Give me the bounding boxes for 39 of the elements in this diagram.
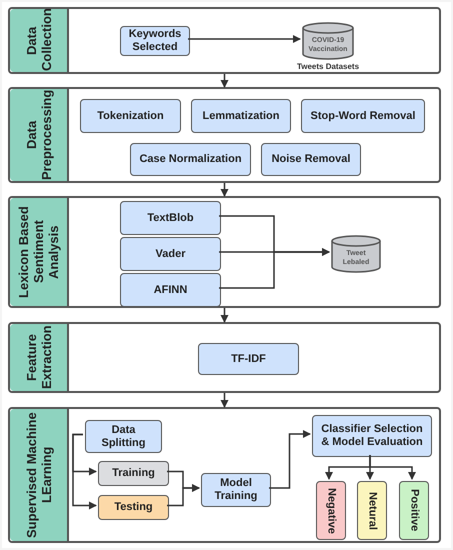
process-box: TF-IDF xyxy=(198,343,299,375)
stage-heading: Supervised Machine LEarning xyxy=(24,411,54,540)
process-box: TextBlob xyxy=(120,201,221,235)
process-box: Noise Removal xyxy=(261,143,361,176)
process-box: AFINN xyxy=(120,273,221,307)
process-box: Testing xyxy=(98,495,169,520)
arrow xyxy=(188,35,301,43)
stage-panel xyxy=(8,196,441,308)
stage-panel xyxy=(8,7,441,74)
cylinder-caption: Tweets Datasets xyxy=(296,61,360,73)
process-box: Model Training xyxy=(201,473,271,507)
arrow xyxy=(220,393,228,408)
process-box: Vader xyxy=(120,237,221,271)
sentiment-label-box: Positive xyxy=(399,481,429,540)
arrow xyxy=(167,484,200,506)
sentiment-label-box: Negative xyxy=(316,481,346,540)
stage-heading: Data Preprocessing xyxy=(24,90,54,180)
stage-panel xyxy=(8,87,441,183)
arrow xyxy=(369,455,416,480)
arrow xyxy=(220,74,228,88)
arrow xyxy=(219,248,330,289)
stage-heading: Lexicon Based Sentiment Analysis xyxy=(16,205,61,300)
process-box: Training xyxy=(98,461,169,486)
process-box: Classifier Selection & Model Evaluation xyxy=(312,415,432,457)
arrow xyxy=(269,430,311,489)
sentiment-label-box: Netural xyxy=(357,481,387,540)
process-box: Tokenization xyxy=(80,99,181,133)
arrow xyxy=(72,434,97,510)
arrow xyxy=(220,183,228,197)
process-box: Keywords Selected xyxy=(120,26,190,56)
process-box: Stop-Word Removal xyxy=(301,99,425,133)
process-box: Data Splitting xyxy=(85,420,162,453)
stage-panel xyxy=(8,407,441,543)
process-box: Lemmatization xyxy=(191,99,291,133)
arrow xyxy=(220,308,228,323)
stage-heading: Data Collection xyxy=(24,10,54,71)
process-box: Case Normalization xyxy=(130,143,251,176)
stage-heading: Feature Extraction xyxy=(24,325,54,390)
stage-panel xyxy=(8,322,441,393)
